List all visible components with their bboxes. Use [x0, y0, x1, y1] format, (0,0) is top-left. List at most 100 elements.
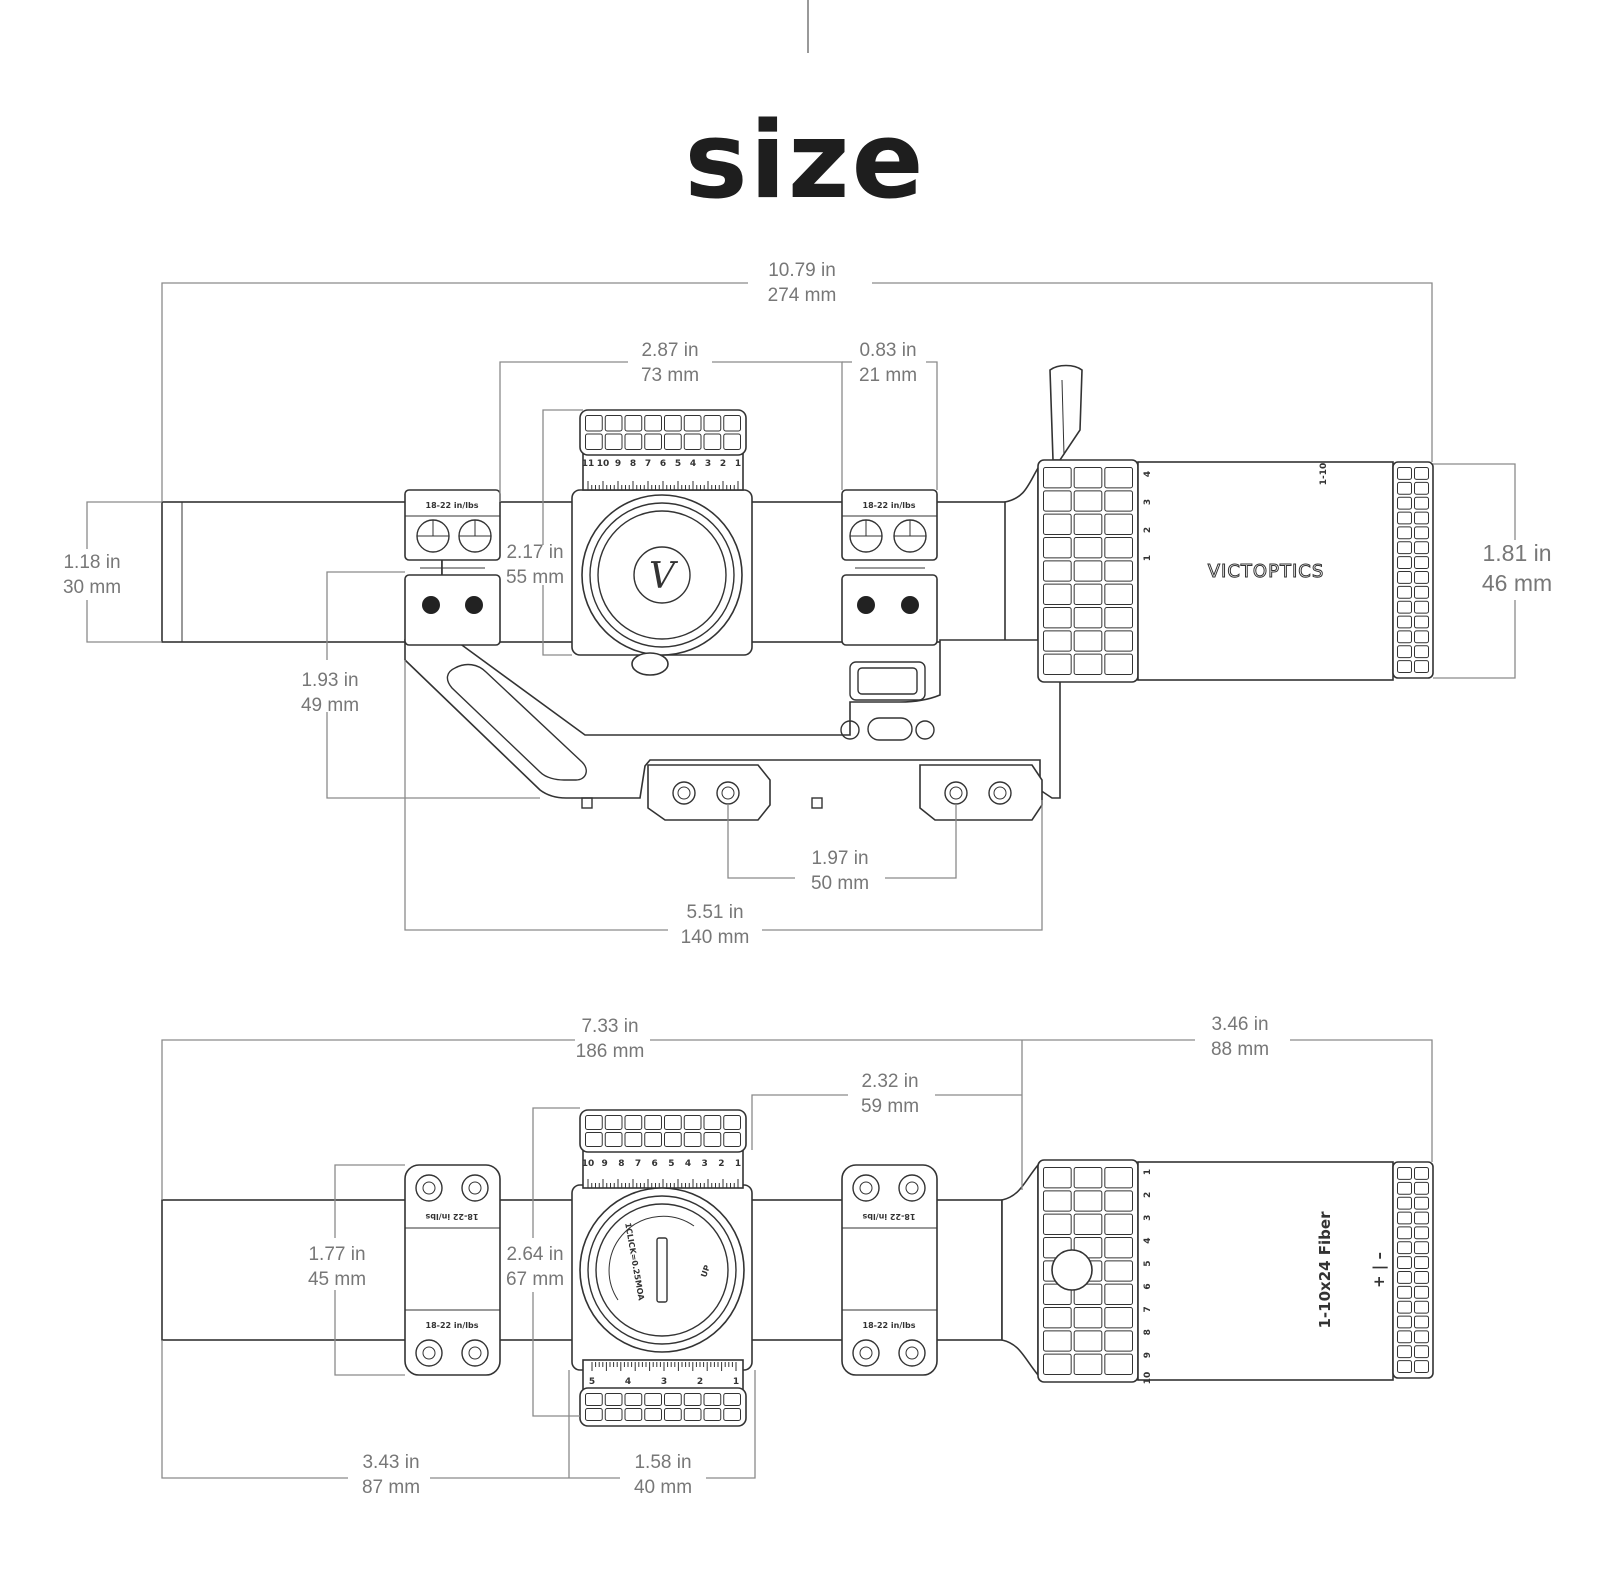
knurl-cell — [585, 1393, 603, 1406]
knurl-cell — [604, 415, 623, 432]
scale-tick-label: 4 — [685, 1159, 691, 1169]
knurl-cell — [1104, 1190, 1134, 1212]
knurl-cell — [1104, 537, 1134, 559]
knurl-cell — [1414, 1181, 1429, 1195]
ring-width-mm: 21 mm — [859, 365, 917, 386]
knurl-cell — [1414, 1226, 1429, 1240]
knurl-cell — [664, 1393, 682, 1406]
zoom-mark: 1 — [1143, 555, 1153, 561]
knurl-cell — [1414, 1285, 1429, 1299]
mount-slot — [849, 661, 926, 701]
scale-tick-label: 4 — [625, 1377, 631, 1387]
turret-to-ocular-in: 2.32 in — [861, 1071, 918, 1092]
knurl-cell — [1397, 1256, 1412, 1269]
knurl-cell — [1104, 560, 1134, 582]
knurl-cell — [1414, 511, 1429, 525]
knurl-cell — [1397, 585, 1412, 599]
cantilever-mount — [404, 639, 1061, 799]
knurl-cell — [1397, 1241, 1412, 1255]
top-rear-ring — [841, 1164, 938, 1376]
knurl-cell — [1397, 1315, 1412, 1329]
knurl-cell — [723, 1408, 741, 1421]
knurl-cell — [1397, 645, 1412, 659]
knurl-cell — [1414, 1256, 1429, 1269]
ring-span-in: 2.87 in — [641, 340, 698, 361]
knurl-cell — [1073, 560, 1103, 582]
scale-tick-label: 10 — [582, 1159, 595, 1169]
front-ring-bottom — [404, 574, 501, 646]
knurl-cell — [1043, 513, 1072, 536]
knurl-cell — [1397, 1360, 1412, 1373]
knurl-cell — [1073, 537, 1103, 559]
knurl-cell — [1414, 556, 1429, 570]
knurl-cell — [1073, 490, 1103, 512]
knurl-cell — [644, 1408, 662, 1421]
zoom-mark: 2 — [1143, 527, 1153, 533]
scale-tick-label: 2 — [697, 1377, 703, 1387]
knurl-cell — [1104, 653, 1134, 676]
ring-outer-width-mm: 45 mm — [308, 1269, 366, 1290]
knurl-cell — [1414, 496, 1429, 510]
eyepiece-length-in: 3.46 in — [1211, 1014, 1268, 1035]
knurl-cell — [703, 433, 722, 450]
zoom-mark: 3 — [1143, 1215, 1153, 1221]
top-eyepiece-ring — [1392, 1161, 1434, 1379]
top-view-dimensions: 7.33 in 186 mm 3.46 in 88 mm 2.32 in 59 … — [161, 1014, 1433, 1498]
scale-tick-label: 3 — [705, 459, 711, 469]
scale-tick-label: 1 — [735, 459, 741, 469]
scale-tick-label: 11 — [582, 459, 595, 469]
knurl-cell — [1414, 615, 1429, 629]
knurl-cell — [1414, 1167, 1429, 1180]
knurl-cell — [644, 433, 662, 450]
knurl-cell — [1397, 1211, 1412, 1225]
top-front-ring-label: 18-22 in/lbs — [426, 1321, 479, 1330]
knurl-cell — [1104, 1167, 1134, 1189]
knurl-cell — [1073, 513, 1103, 536]
knurl-cell — [1104, 1213, 1134, 1235]
scale-tick-label: 8 — [630, 459, 636, 469]
knurl-cell — [723, 1393, 741, 1406]
knurl-cell — [1414, 645, 1429, 659]
zoom-mark: 4 — [1143, 1238, 1153, 1244]
zoom-mark: 8 — [1143, 1329, 1153, 1335]
knurl-cell — [1397, 615, 1412, 629]
zoom-throw-knob — [1051, 1249, 1093, 1291]
knurl-cell — [1414, 1300, 1429, 1314]
scale-tick-label: 8 — [618, 1159, 624, 1169]
center-height-mm: 49 mm — [301, 695, 359, 716]
knurl-cell — [1043, 490, 1072, 512]
knurl-cell — [1397, 541, 1412, 555]
knurl-cell — [1397, 1300, 1412, 1314]
knurl-cell — [1104, 1307, 1134, 1329]
knurl-cell — [1397, 1226, 1412, 1240]
top-front-ring-label-inverted: 18-22 in/lbs — [425, 1212, 478, 1221]
knurl-cell — [683, 1408, 702, 1421]
knurl-cell — [1397, 660, 1412, 674]
knurl-cell — [1073, 1307, 1103, 1329]
zoom-ring — [1037, 459, 1139, 683]
knurl-cell — [1043, 1190, 1072, 1212]
objective-diameter-in: 1.81 in — [1482, 540, 1551, 566]
knurl-cell — [644, 1115, 662, 1130]
clamp-spacing-in: 1.97 in — [811, 848, 868, 869]
mount-length-in: 5.51 in — [686, 902, 743, 923]
front-rail-clamp — [647, 764, 771, 821]
knurl-cell — [1073, 1190, 1103, 1212]
brand-logo: VICTOPTICS — [1208, 561, 1325, 582]
knurl-cell — [1104, 513, 1134, 536]
knurl-cell — [1397, 1196, 1412, 1210]
knurl-cell — [703, 1115, 722, 1130]
zoom-mark: 5 — [1143, 1260, 1153, 1266]
zoom-mark: 1 — [1143, 1169, 1153, 1175]
knurl-cell — [1043, 467, 1072, 489]
elevation-dial — [579, 1187, 745, 1353]
knurl-cell — [1397, 481, 1412, 495]
zoom-mark: 6 — [1143, 1283, 1153, 1289]
knurl-cell — [1414, 1271, 1429, 1284]
knurl-cell — [1043, 1167, 1072, 1189]
knurl-cell — [1104, 607, 1134, 629]
top-view-drawing: 18-22 in/lbs 18-22 in/lbs 18-22 in/lbs 1… — [161, 1109, 1434, 1427]
knurl-cell — [1104, 1260, 1134, 1282]
knurl-cell — [1397, 571, 1412, 584]
lower-turret-cap — [579, 1387, 747, 1427]
